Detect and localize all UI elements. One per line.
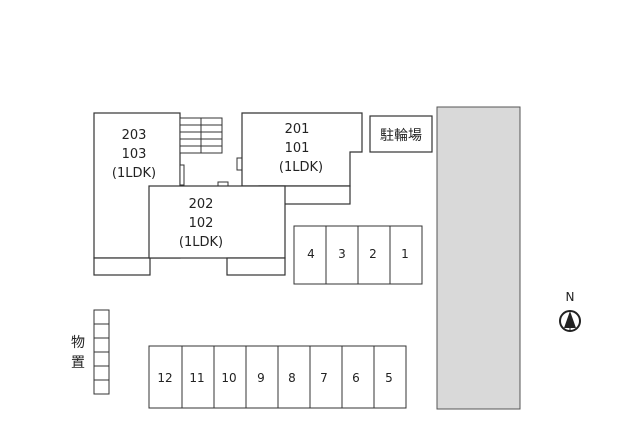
parking-upper-label: 3: [338, 247, 346, 261]
parking-lower-label: 5: [385, 371, 393, 385]
unit-left-type: (1LDK): [112, 166, 156, 181]
unit-center-lower: 102: [189, 216, 214, 231]
parking-lower-label: 7: [320, 371, 328, 385]
parking-lower: [148, 345, 407, 409]
unit-right-lower: 101: [285, 141, 310, 156]
unit-right-upper: 201: [285, 122, 310, 137]
parking-lower-label: 11: [189, 371, 204, 385]
road: [436, 106, 521, 410]
building-center: [148, 185, 286, 276]
unit-left-lower: 103: [122, 147, 147, 162]
parking-upper-label: 2: [369, 247, 377, 261]
bicycle-parking-label: 駐輪場: [380, 127, 422, 144]
parking-lower-label: 8: [288, 371, 296, 385]
unit-right-type: (1LDK): [279, 160, 323, 175]
parking-upper-label: 1: [401, 247, 409, 261]
unit-center-upper: 202: [189, 197, 214, 212]
unit-left-upper: 203: [122, 128, 147, 143]
connectors: [179, 157, 243, 188]
north-label: N: [566, 290, 575, 304]
parking-lower-label: 12: [157, 371, 172, 385]
parking-lower-label: 10: [221, 371, 236, 385]
parking-upper: [293, 225, 423, 285]
storage-label-2: 置: [71, 355, 85, 371]
north-arrow-icon: [559, 310, 581, 332]
storage: [93, 309, 110, 395]
parking-upper-label: 4: [307, 247, 315, 261]
bicycle-parking-box: [369, 115, 433, 153]
storage-label-1: 物: [71, 335, 85, 351]
unit-center-type: (1LDK): [179, 235, 223, 250]
parking-lower-label: 6: [352, 371, 360, 385]
parking-lower-label: 9: [257, 371, 265, 385]
stairs: [179, 117, 223, 154]
